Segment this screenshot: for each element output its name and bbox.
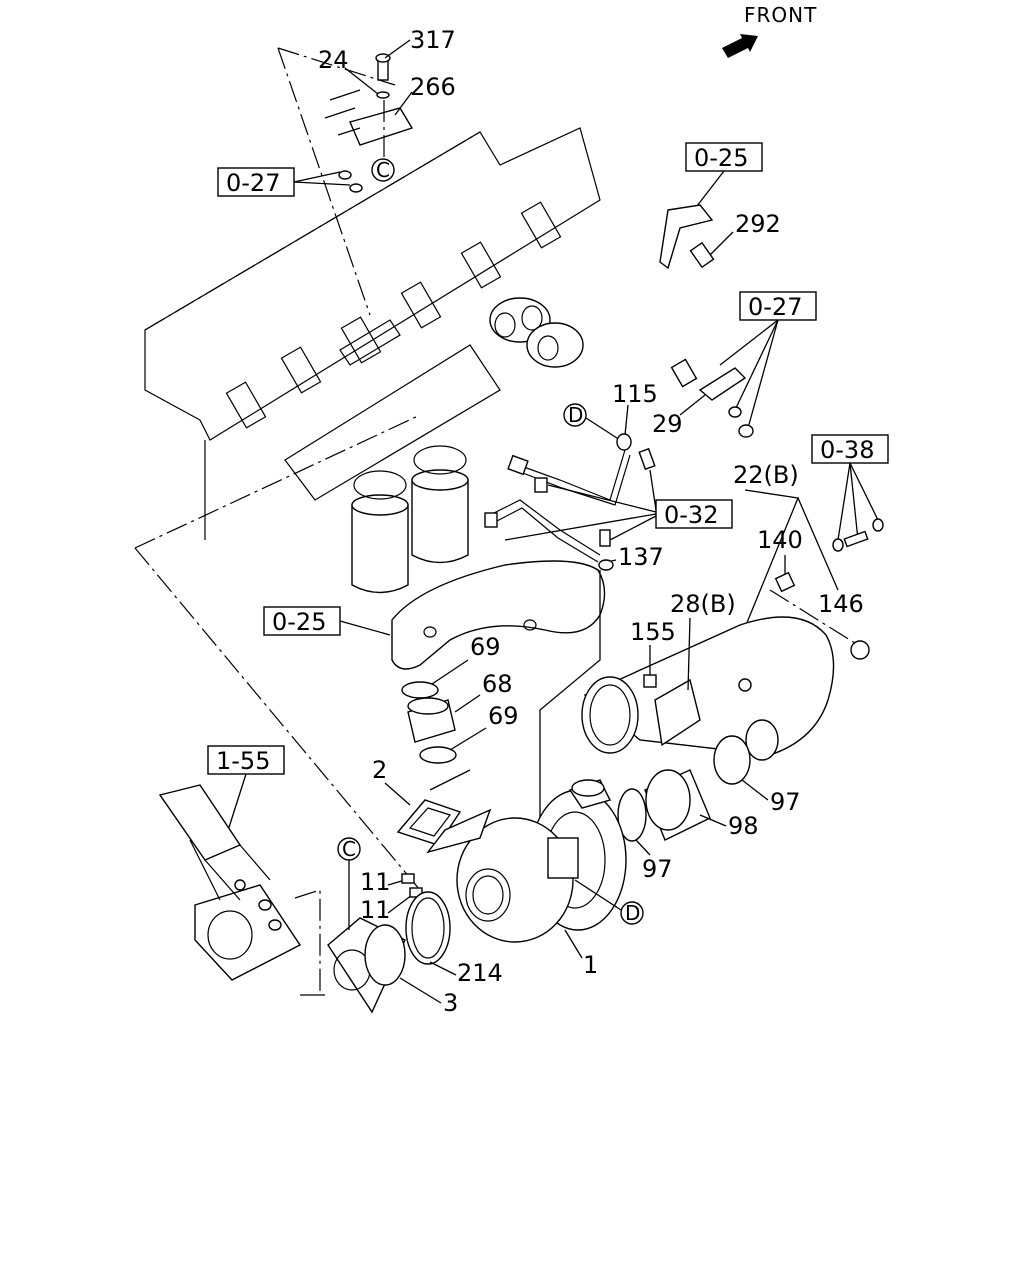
callout-c-top bbox=[371, 158, 395, 182]
label-155: 155 bbox=[630, 618, 676, 646]
label-317: 317 bbox=[410, 26, 456, 54]
label-140: 140 bbox=[757, 526, 803, 554]
ref-box-0-27-top bbox=[217, 167, 295, 197]
label-69-upper: 69 bbox=[470, 633, 501, 661]
ref-0-25-lower: 0-25 bbox=[272, 608, 326, 636]
label-214: 214 bbox=[457, 959, 503, 987]
callout-d-lower bbox=[620, 901, 644, 925]
exhaust-brake-assembly bbox=[158, 784, 302, 981]
label-1: 1 bbox=[583, 951, 598, 979]
ref-0-27-right: 0-27 bbox=[748, 293, 802, 321]
ref-0-25-top: 0-25 bbox=[694, 144, 748, 172]
label-98: 98 bbox=[728, 812, 759, 840]
oil-return-pipe bbox=[489, 499, 601, 556]
callout-c-top-text: C bbox=[376, 158, 390, 182]
ref-box-0-25-lower bbox=[263, 606, 341, 636]
ref-0-27-top: 0-27 bbox=[226, 169, 280, 197]
ref-1-55: 1-55 bbox=[216, 747, 270, 775]
front-label: FRONT bbox=[744, 3, 817, 27]
clamp-97-lower bbox=[617, 788, 647, 842]
clamp-214 bbox=[405, 891, 451, 965]
clamp-69-lower bbox=[419, 746, 457, 764]
ref-box-1-55 bbox=[207, 745, 285, 775]
label-266: 266 bbox=[410, 73, 456, 101]
callout-d-top bbox=[563, 403, 587, 427]
callout-c-lower-text: C bbox=[342, 837, 356, 861]
ref-box-0-25-top bbox=[685, 142, 763, 172]
label-292: 292 bbox=[735, 210, 781, 238]
label-29: 29 bbox=[652, 410, 683, 438]
label-11-lower: 11 bbox=[360, 896, 391, 924]
engine-block bbox=[144, 127, 601, 594]
callout-d-top-text: D bbox=[568, 403, 583, 427]
label-2: 2 bbox=[372, 756, 387, 784]
label-97-upper: 97 bbox=[770, 788, 801, 816]
label-22b: 22(B) bbox=[733, 461, 799, 489]
label-11-upper: 11 bbox=[360, 868, 391, 896]
bracket-0-25 bbox=[659, 204, 714, 270]
label-24: 24 bbox=[318, 46, 349, 74]
oil-feed-pipe bbox=[509, 449, 626, 501]
label-146: 146 bbox=[818, 590, 864, 618]
callout-d-lower-text: D bbox=[625, 901, 640, 925]
label-115: 115 bbox=[612, 380, 658, 408]
air-pipe-28b bbox=[583, 616, 835, 756]
label-97-lower: 97 bbox=[642, 855, 673, 883]
label-137: 137 bbox=[618, 543, 664, 571]
label-68: 68 bbox=[482, 670, 513, 698]
label-3: 3 bbox=[443, 989, 458, 1017]
clamp-69-upper bbox=[401, 681, 439, 699]
label-69-lower: 69 bbox=[488, 702, 519, 730]
ref-0-38: 0-38 bbox=[820, 436, 874, 464]
clamp-97-upper bbox=[713, 735, 751, 785]
label-28b: 28(B) bbox=[670, 590, 736, 618]
top-bracket-assembly bbox=[324, 53, 414, 170]
front-arrow-icon bbox=[722, 34, 758, 58]
turbocharger-1 bbox=[456, 779, 627, 943]
ref-0-32: 0-32 bbox=[664, 501, 718, 529]
ref-box-0-32 bbox=[655, 499, 733, 529]
